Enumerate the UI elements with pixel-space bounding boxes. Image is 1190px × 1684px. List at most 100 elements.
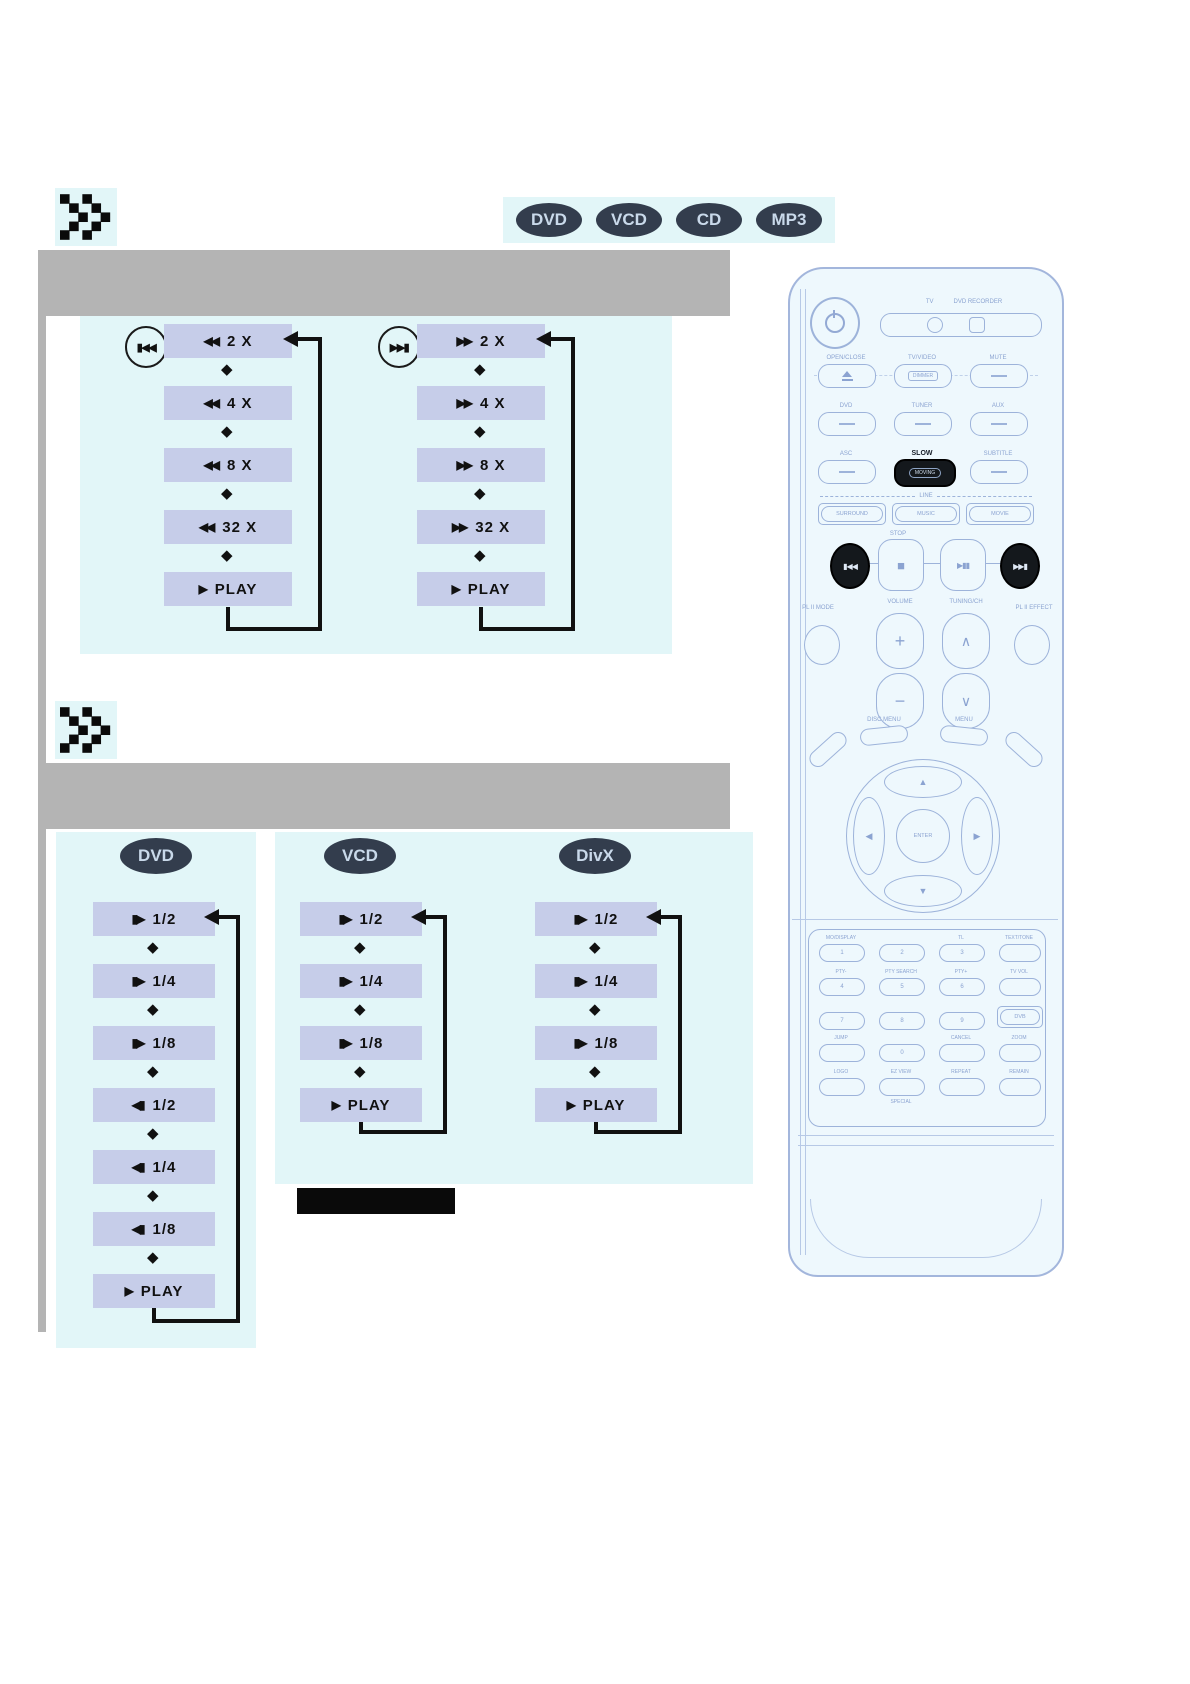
step-forward-icon: ▮▶ <box>573 974 588 988</box>
key-1: 1 <box>819 944 865 962</box>
movie-button: MOVIE <box>966 503 1034 525</box>
stop-label: STOP <box>889 531 907 537</box>
power-button <box>810 297 860 349</box>
text-tone-button <box>999 944 1041 962</box>
asc-button <box>818 460 876 484</box>
fast-forward-icon: ▶▶ <box>456 458 474 472</box>
jump-button <box>819 1044 865 1062</box>
media-badge-dvd: DVD <box>516 203 582 237</box>
play-icon: ▶ <box>566 1098 576 1112</box>
down-diamond-icon: ◆ <box>354 939 366 956</box>
flow-step: ◀◀2 X <box>164 324 292 358</box>
flow-step: ◀◀32 X <box>164 510 292 544</box>
slow-button-inner-label: MOVING <box>908 468 942 478</box>
loop-line <box>226 607 230 629</box>
slow-panel-vcd-divx: VCD ▮▶1/2 ◆ ▮▶1/4 ◆ ▮▶1/8 ◆ ▶PLAY DivX ▮… <box>275 832 753 1184</box>
loop-arrowhead <box>411 909 426 925</box>
selector-knob <box>927 317 943 333</box>
play-icon: ▶ <box>451 582 461 596</box>
down-diamond-icon: ◆ <box>474 485 486 502</box>
flow-step: ◀▮1/4 <box>93 1150 215 1184</box>
step-reverse-icon: ◀▮ <box>131 1098 146 1112</box>
flow-step-play: ▶PLAY <box>93 1274 215 1308</box>
step-forward-icon: ▮▶ <box>573 1036 588 1050</box>
nav-right-button: ▶ <box>961 797 993 875</box>
menu-button <box>939 724 989 747</box>
plii-mode-button <box>804 625 840 665</box>
skip-back-button-highlighted: ▮◀◀ <box>830 543 870 589</box>
remote-inner-line <box>800 289 801 1255</box>
step-reverse-icon: ◀▮ <box>131 1222 146 1236</box>
tv-vol-button <box>999 978 1041 996</box>
tuning-up-button: ∧ <box>942 613 990 669</box>
section-1-heading-bar <box>38 250 730 316</box>
skip-forward-button-highlighted: ▶▶▮ <box>1000 543 1040 589</box>
nav-up-button: ▲ <box>884 766 962 798</box>
loop-line <box>594 1130 682 1134</box>
plii-effect-button <box>1014 625 1050 665</box>
double-chevron-icon <box>60 707 111 753</box>
flow-step: ◀▮1/2 <box>93 1088 215 1122</box>
skip-forward-button-icon: ▶▶▮ <box>378 326 420 368</box>
step-reverse-icon: ◀▮ <box>131 1160 146 1174</box>
rewind-icon: ◀◀ <box>203 396 221 410</box>
rewind-icon: ◀◀ <box>198 520 216 534</box>
asc-label: ASC <box>839 451 853 457</box>
down-diamond-icon: ◆ <box>147 939 159 956</box>
step-forward-icon: ▮▶ <box>338 912 353 926</box>
loop-line <box>218 915 240 919</box>
search-speed-panel: ▮◀◀ ◀◀2 X ◆ ◀◀4 X ◆ ◀◀8 X ◆ ◀◀32 X ◆ ▶PL… <box>80 316 672 654</box>
mute-button <box>970 364 1028 388</box>
tv-video-label: TV/VIDEO <box>907 355 936 361</box>
transport-axis-line <box>832 563 1026 564</box>
rewind-icon: ◀◀ <box>203 458 221 472</box>
surround-button: SURROUND <box>818 503 886 525</box>
nav-down-button: ▼ <box>884 875 962 907</box>
lower-seam-line <box>798 1135 1054 1136</box>
play-pause-button: ▶▮▮ <box>940 539 986 591</box>
chevron-1-bg <box>55 188 117 246</box>
disc-menu-label: DISC MENU <box>867 717 901 723</box>
flow-step: ▮▶1/8 <box>93 1026 215 1060</box>
dimmer-inner-label: DIMMER <box>907 371 939 381</box>
lower-seam-line <box>798 1145 1054 1146</box>
flow-step: ◀▮1/8 <box>93 1212 215 1246</box>
flow-step-play: ▶PLAY <box>417 572 545 606</box>
media-badge-vcd: VCD <box>596 203 662 237</box>
step-forward-icon: ▮▶ <box>573 912 588 926</box>
badge-dvd: DVD <box>120 838 192 874</box>
remain-button <box>999 1078 1041 1096</box>
loop-line <box>359 1130 447 1134</box>
device-labels: TV DVD RECORDER <box>886 299 1042 306</box>
media-badge-cd: CD <box>676 203 742 237</box>
loop-line <box>571 337 575 631</box>
down-diamond-icon: ◆ <box>221 547 233 564</box>
side-button-right <box>1001 728 1047 771</box>
flow-step: ▶▶32 X <box>417 510 545 544</box>
tuning-down-button: ∨ <box>942 673 990 729</box>
flow-step: ▮▶1/4 <box>300 964 422 998</box>
plii-effect-label: PL II EFFECT <box>1015 605 1053 611</box>
dvd-recorder-label: DVD RECORDER <box>953 299 1003 305</box>
loop-line <box>479 627 575 631</box>
remote-inner-line <box>805 289 806 1255</box>
down-diamond-icon: ◆ <box>589 939 601 956</box>
slow-button-highlighted: MOVING <box>894 459 956 487</box>
eject-icon <box>842 371 852 377</box>
key-4: 4 <box>819 978 865 996</box>
repeat-button <box>939 1078 985 1096</box>
volume-up-button: + <box>876 613 924 669</box>
tuner-label: TUNER <box>911 403 933 409</box>
down-diamond-icon: ◆ <box>147 1063 159 1080</box>
flow-step: ▮▶1/4 <box>535 964 657 998</box>
flow-step: ▶▶2 X <box>417 324 545 358</box>
flow-step: ▶▶8 X <box>417 448 545 482</box>
key-9: 9 <box>939 1012 985 1030</box>
down-diamond-icon: ◆ <box>147 1001 159 1018</box>
flow-step: ▶▶4 X <box>417 386 545 420</box>
key-5: 5 <box>879 978 925 996</box>
loop-line <box>226 627 322 631</box>
down-diamond-icon: ◆ <box>221 485 233 502</box>
play-icon: ▶ <box>124 1284 134 1298</box>
key-3: 3 <box>939 944 985 962</box>
